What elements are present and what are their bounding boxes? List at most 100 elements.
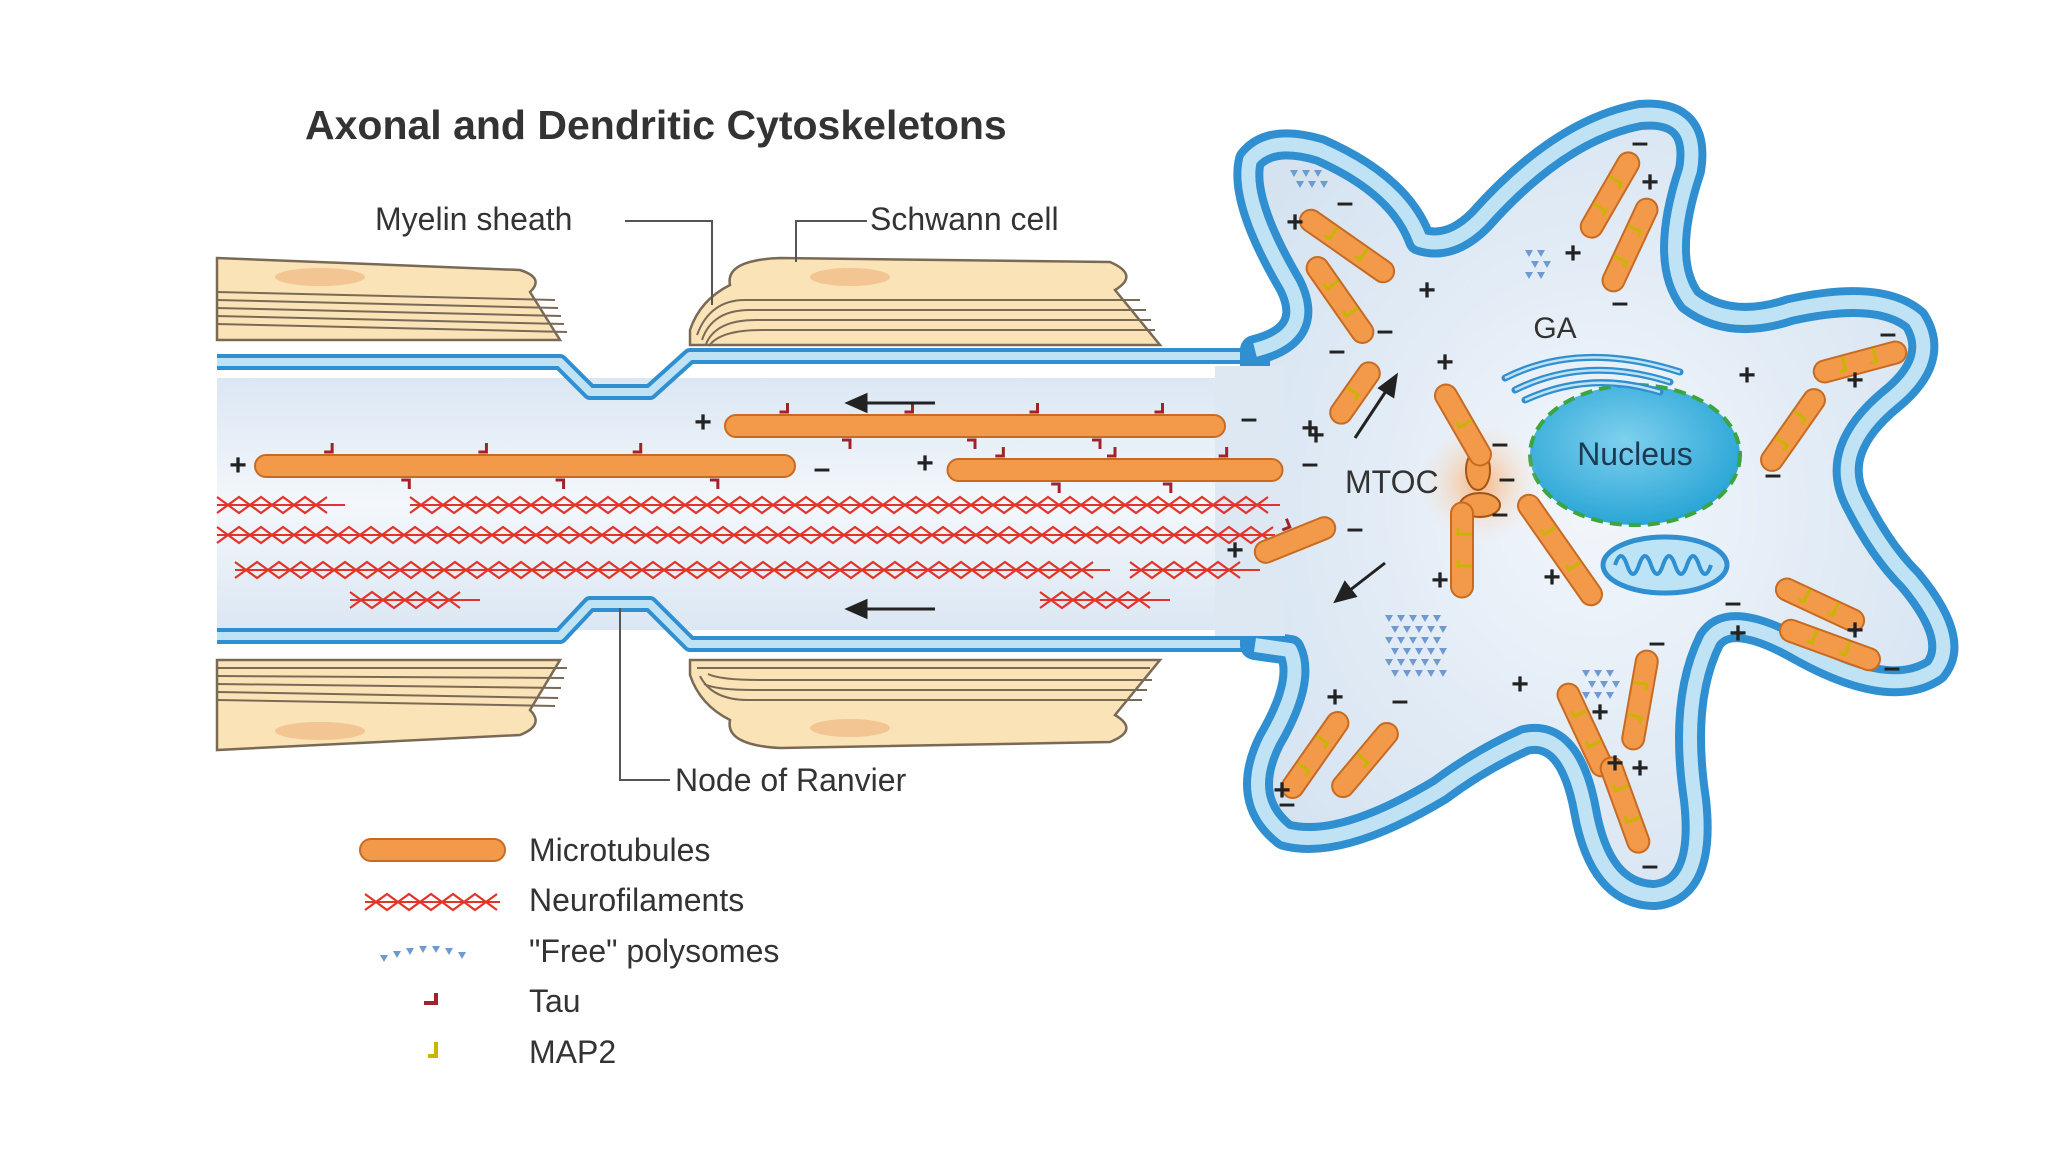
legend-polysome: [380, 955, 388, 962]
polysome-group: [1290, 170, 1620, 699]
mtoc: [1420, 423, 1540, 543]
legend-item-polysomes: "Free" polysomes: [380, 933, 779, 969]
polysome-cluster: [1582, 670, 1620, 699]
legend-swatch-tau: [424, 993, 438, 1005]
plus-end-sign: +: [1606, 747, 1624, 780]
plus-end-sign: +: [1738, 359, 1756, 392]
plus-end-sign: +: [1591, 696, 1609, 729]
plus-end-sign: +: [1307, 419, 1325, 452]
map2-marker: [1838, 641, 1852, 657]
map2-marker: [1774, 436, 1790, 452]
mitochondrion: [1600, 534, 1730, 596]
map2-marker: [1341, 306, 1359, 319]
plus-end-sign: +: [1226, 534, 1244, 567]
neurofilament: [216, 495, 345, 515]
microtubule: [946, 447, 1284, 493]
legend-polysome: [419, 946, 427, 953]
map2-marker: [1584, 739, 1602, 749]
map2-marker: [1296, 761, 1311, 777]
minus-end-sign: –: [1632, 126, 1649, 159]
legend-label-neurofilaments: Neurofilaments: [529, 882, 744, 918]
plus-end-sign: +: [1729, 617, 1747, 650]
map2-marker: [1627, 224, 1643, 238]
map2-marker: [1570, 709, 1588, 719]
tau-marker: [478, 443, 488, 454]
plus-end-sign: +: [1564, 237, 1582, 270]
map2-marker: [1322, 279, 1340, 291]
minus-end-sign: –: [1492, 427, 1509, 460]
tau-marker: [1092, 438, 1102, 449]
map2-marker: [1612, 784, 1630, 793]
map2-marker: [1632, 680, 1649, 691]
plus-end-sign: +: [1631, 752, 1649, 785]
microtubule: [1331, 721, 1399, 799]
transport-arrows: [844, 372, 1399, 620]
neurofilament: [349, 590, 480, 610]
retrograde-arrow-soma: [1344, 561, 1386, 596]
microtubule: [1599, 756, 1651, 854]
neurofilament-group: [216, 495, 1280, 610]
tau-marker: [555, 478, 566, 489]
map2-marker: [1345, 386, 1361, 402]
plus-end-sign: +: [1846, 364, 1864, 397]
minus-end-sign: –: [1377, 314, 1394, 347]
tau-marker: [324, 443, 334, 454]
plus-end-sign: +: [1418, 274, 1436, 307]
microtubule: [1601, 197, 1659, 293]
polarity-sign-group: +++++++++++++++++++++++–––––––––––––––––…: [229, 126, 1900, 882]
plus-end-sign: +: [1511, 668, 1529, 701]
tau-marker: [1051, 482, 1061, 493]
plus-end-sign: +: [1326, 681, 1344, 714]
microtubule: [1329, 361, 1381, 425]
plus-end-sign: +: [1846, 614, 1864, 647]
legend-label-polysomes: "Free" polysomes: [529, 933, 779, 969]
microtubule: [1298, 208, 1396, 284]
tau-marker: [401, 478, 411, 489]
map2-marker: [1592, 202, 1608, 217]
legend-polysome: [445, 948, 453, 955]
legend-item-neurofilaments: Neurofilaments: [364, 882, 744, 918]
myelin-sheath-lower-right: [688, 658, 1163, 750]
map2-marker: [1797, 588, 1812, 604]
map2-marker: [1623, 815, 1641, 824]
tau-marker: [1281, 518, 1292, 532]
schwann-cell-label: Schwann cell: [870, 201, 1059, 237]
microtubule: [1579, 151, 1641, 239]
minus-end-sign: –: [1392, 684, 1409, 717]
legend-neurofilament-strand: [364, 892, 500, 912]
tau-marker: [632, 443, 643, 454]
microtubule: [1774, 577, 1866, 633]
minus-end-sign: –: [1302, 447, 1319, 480]
map2-marker: [1626, 713, 1643, 724]
plus-end-sign: +: [916, 447, 934, 480]
legend-swatch-polysomes: [380, 946, 466, 962]
microtubule: [254, 443, 796, 489]
microtubule: [1760, 388, 1826, 472]
map2-marker: [1839, 356, 1848, 373]
tau-marker: [995, 447, 1005, 458]
schwann-cell-leader: [795, 220, 867, 262]
legend-label-microtubules: Microtubules: [529, 832, 710, 868]
legend-label-tau: Tau: [529, 983, 581, 1019]
minus-end-sign: –: [1492, 497, 1509, 530]
myelin-sheath-leader: [625, 220, 713, 305]
minus-end-sign: –: [1725, 586, 1742, 619]
tau-marker: [1162, 482, 1173, 493]
microtubule: [1305, 256, 1375, 344]
legend-item-tau: Tau: [424, 983, 581, 1019]
tau-marker: [1029, 403, 1039, 414]
golgi-label: GA: [1533, 312, 1576, 345]
nucleus-label: Nucleus: [1577, 436, 1693, 472]
minus-end-sign: –: [1279, 787, 1296, 820]
tau-marker: [709, 478, 720, 489]
myelin-sheath-lower-left: [215, 658, 567, 752]
minus-end-sign: –: [1765, 458, 1782, 491]
neurofilament: [234, 560, 1110, 580]
map2-marker: [1456, 528, 1472, 536]
minus-end-sign: –: [1649, 626, 1666, 659]
tau-marker: [1218, 447, 1229, 458]
plus-end-sign: +: [1286, 206, 1304, 239]
tau-marker: [1154, 403, 1164, 414]
map2-marker: [1455, 418, 1473, 430]
microtubule: [1434, 383, 1492, 467]
